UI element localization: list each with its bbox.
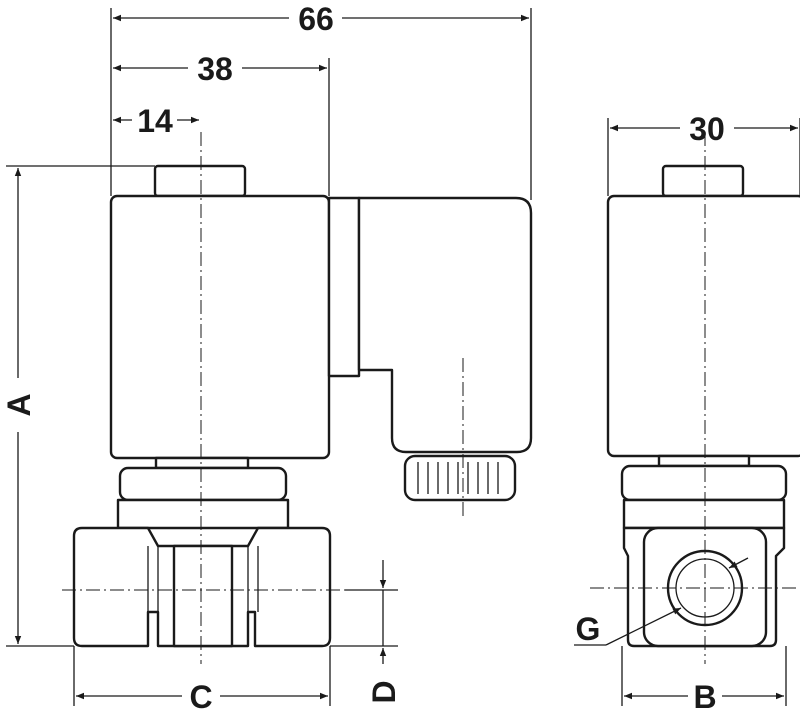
side-top-nut bbox=[661, 164, 745, 198]
side-bonnet-nut bbox=[620, 464, 788, 502]
dim-30: 30 bbox=[689, 111, 725, 147]
dim-d: D bbox=[366, 680, 402, 703]
dim-a: A bbox=[1, 393, 37, 416]
side-view bbox=[606, 164, 800, 648]
dim-66: 66 bbox=[298, 1, 334, 37]
connector-flange bbox=[327, 196, 361, 378]
bonnet-nut bbox=[118, 466, 288, 502]
connector-plug bbox=[357, 196, 533, 454]
side-bonnet bbox=[622, 498, 786, 530]
dim-c: C bbox=[189, 679, 212, 715]
dim-14: 14 bbox=[137, 103, 173, 139]
body-center-boss bbox=[172, 544, 234, 648]
front-view bbox=[72, 164, 533, 648]
side-coil-ring bbox=[657, 454, 751, 468]
bonnet bbox=[116, 498, 290, 530]
dim-38: 38 bbox=[197, 51, 233, 87]
coil-body bbox=[109, 194, 331, 460]
dim-b: B bbox=[693, 679, 716, 715]
coil-top-nut bbox=[153, 164, 247, 198]
side-coil-body bbox=[606, 194, 800, 458]
coil-bottom-ring bbox=[154, 456, 250, 470]
cable-gland-knurl bbox=[417, 462, 499, 494]
dim-g: G bbox=[576, 611, 601, 647]
